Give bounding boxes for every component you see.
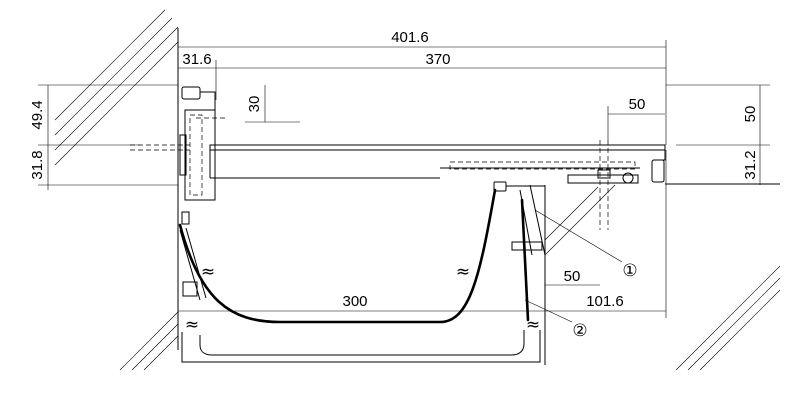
dim-right-lower: 31.2 bbox=[742, 150, 759, 179]
dimension-lines bbox=[38, 40, 770, 318]
dim-upper-height: 49.4 bbox=[29, 100, 46, 129]
dim-gap-width: 50 bbox=[564, 268, 581, 285]
right-anchor bbox=[511, 140, 611, 256]
top-plate bbox=[209, 144, 666, 184]
tray bbox=[178, 181, 545, 363]
dim-right-height: 50 bbox=[742, 106, 759, 123]
break-symbols: ≈ ≈ ≈ ≈ bbox=[185, 262, 540, 335]
left-bracket bbox=[130, 86, 228, 225]
left-wall-hatching bbox=[54, 9, 179, 371]
left-lower-fixings bbox=[179, 227, 207, 301]
dim-face-offset: 31.6 bbox=[182, 51, 211, 68]
dim-right-depth: 101.6 bbox=[586, 293, 624, 310]
break-symbol-lower-left: ≈ bbox=[185, 315, 199, 335]
callouts: ① ② bbox=[524, 209, 638, 341]
dim-right-offset: 50 bbox=[629, 96, 646, 113]
dim-opening-width: 370 bbox=[425, 51, 450, 68]
callout-part-2: ② bbox=[572, 321, 587, 341]
dim-overall-width: 401.6 bbox=[391, 29, 429, 46]
dim-bracket-drop: 30 bbox=[246, 96, 263, 113]
break-symbol-lower-right: ≈ bbox=[526, 315, 540, 335]
dimension-texts: 401.6 31.6 370 49.4 31.8 30 50 50 31.2 3… bbox=[29, 29, 759, 310]
break-symbol-left: ≈ bbox=[201, 262, 215, 282]
dim-tray-width: 300 bbox=[342, 293, 367, 310]
right-wall-hatching bbox=[544, 183, 781, 371]
callout-part-1: ① bbox=[622, 261, 637, 281]
break-symbol-middle: ≈ bbox=[456, 262, 470, 282]
dim-lower-height: 31.8 bbox=[29, 150, 46, 179]
